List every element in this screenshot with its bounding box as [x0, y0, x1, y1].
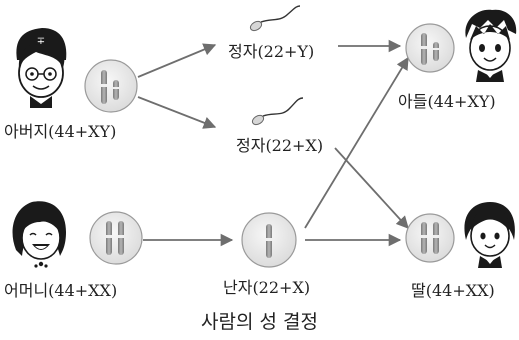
son-label: 아들(44+XY)	[398, 88, 496, 112]
sperm-x-label: 정자(22+X)	[236, 132, 323, 156]
father-icon: ∓	[16, 28, 66, 108]
arrow-father-to-sperm-x	[138, 97, 215, 127]
son-cell	[406, 24, 454, 72]
daughter-label: 딸(44+XX)	[411, 277, 495, 301]
egg-cell	[242, 213, 296, 267]
sperm-y-label: 정자(22+Y)	[228, 38, 314, 62]
sperm-x-icon	[251, 98, 303, 126]
father-label: 아버지(44+XY)	[4, 118, 116, 142]
mother-cell	[90, 212, 142, 264]
arrow-father-to-sperm-y	[138, 45, 215, 77]
diagram-caption: 사람의 성 결정	[0, 307, 519, 334]
svg-text:∓: ∓	[37, 36, 45, 47]
daughter-icon	[464, 202, 514, 268]
sperm-y-icon	[249, 6, 300, 32]
father-cell	[85, 60, 137, 112]
mother-icon	[13, 201, 66, 267]
daughter-cell	[406, 214, 454, 262]
son-icon	[465, 10, 516, 82]
mother-label: 어머니(44+XX)	[4, 277, 117, 301]
egg-label: 난자(22+X)	[223, 274, 310, 298]
